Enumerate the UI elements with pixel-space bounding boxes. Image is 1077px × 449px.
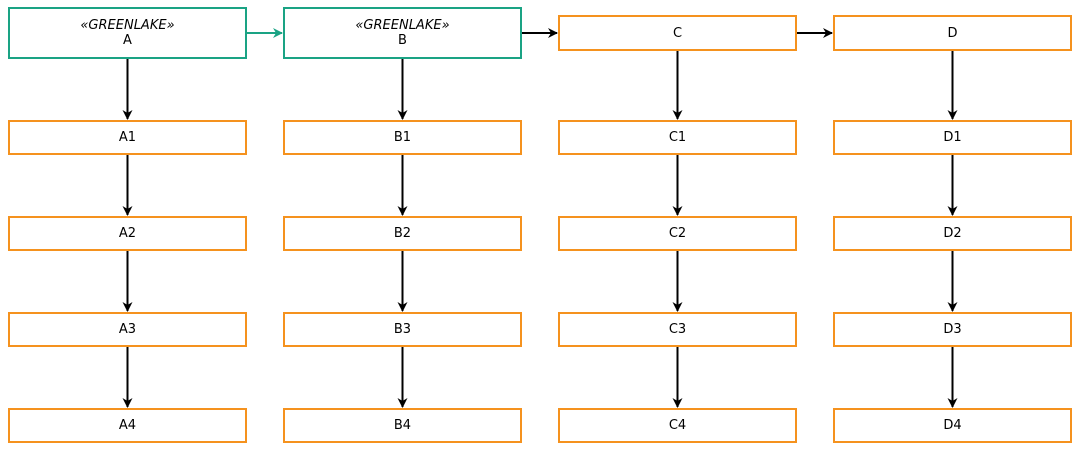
node-B1[interactable]: B1 [283,120,522,155]
node-D3-label: D3 [943,321,962,337]
node-A3-label: A3 [118,321,137,337]
node-B4-label: B4 [393,417,412,433]
node-A1-label: A1 [118,129,137,145]
node-A[interactable]: «GREENLAKE» A [8,7,247,59]
node-D2-label: D2 [943,225,962,241]
node-C-label: C [672,25,683,41]
node-C4-label: C4 [668,417,687,433]
node-D4-label: D4 [943,417,962,433]
node-B-stereotype: «GREENLAKE» [355,18,450,33]
node-A1[interactable]: A1 [8,120,247,155]
node-B3-label: B3 [393,321,412,337]
node-A3[interactable]: A3 [8,312,247,347]
node-A-label: A [123,33,132,48]
node-D1-label: D1 [943,129,962,145]
node-A2[interactable]: A2 [8,216,247,251]
node-C4[interactable]: C4 [558,408,797,443]
node-C3-label: C3 [668,321,687,337]
node-B1-label: B1 [393,129,412,145]
node-B-label: B [398,33,407,48]
node-D-label: D [947,25,958,41]
node-B2-label: B2 [393,225,412,241]
node-C[interactable]: C [558,15,797,51]
node-B[interactable]: «GREENLAKE» B [283,7,522,59]
node-B3[interactable]: B3 [283,312,522,347]
node-D4[interactable]: D4 [833,408,1072,443]
node-C1[interactable]: C1 [558,120,797,155]
node-A4-label: A4 [118,417,137,433]
node-D[interactable]: D [833,15,1072,51]
node-C2[interactable]: C2 [558,216,797,251]
node-C3[interactable]: C3 [558,312,797,347]
node-A2-label: A2 [118,225,137,241]
node-B2[interactable]: B2 [283,216,522,251]
node-D2[interactable]: D2 [833,216,1072,251]
node-D3[interactable]: D3 [833,312,1072,347]
node-C2-label: C2 [668,225,687,241]
node-B4[interactable]: B4 [283,408,522,443]
node-A4[interactable]: A4 [8,408,247,443]
node-A-stereotype: «GREENLAKE» [80,18,175,33]
node-D1[interactable]: D1 [833,120,1072,155]
node-C1-label: C1 [668,129,687,145]
